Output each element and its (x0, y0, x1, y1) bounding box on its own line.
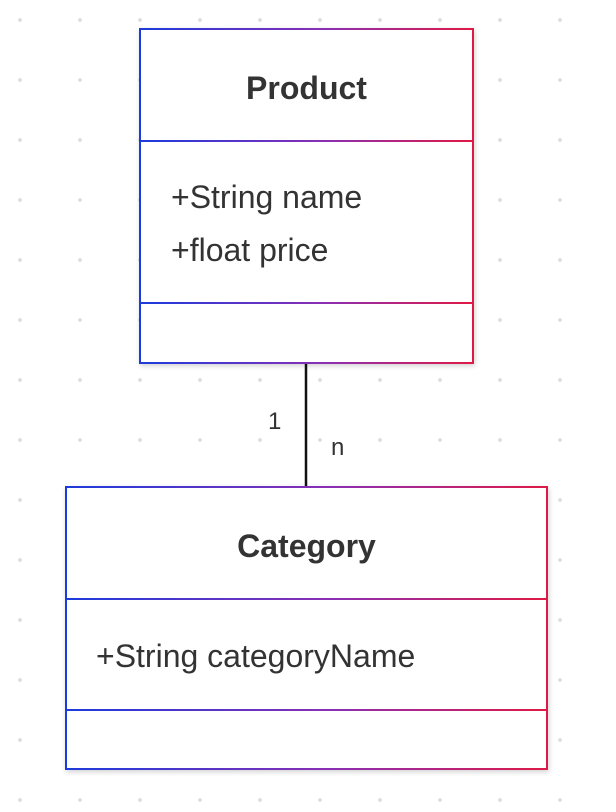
methods-compartment-product (141, 304, 472, 362)
compartment-divider (141, 302, 472, 304)
class-box-category[interactable]: Category +String categoryName (65, 486, 548, 770)
attribute-name: +String name (171, 179, 363, 215)
methods-compartment-category (67, 711, 546, 768)
compartment-divider (67, 598, 546, 600)
multiplicity-product-end: 1 (268, 408, 282, 435)
multiplicity-category-end: n (331, 434, 345, 461)
class-box-product[interactable]: Product +String name +float price (139, 28, 474, 364)
class-name-product: Product (246, 70, 367, 106)
compartment-divider (141, 140, 472, 142)
compartment-divider (67, 709, 546, 711)
attribute-category-name: +String categoryName (96, 638, 416, 674)
attribute-price: +float price (171, 232, 329, 268)
class-name-category: Category (237, 528, 376, 564)
